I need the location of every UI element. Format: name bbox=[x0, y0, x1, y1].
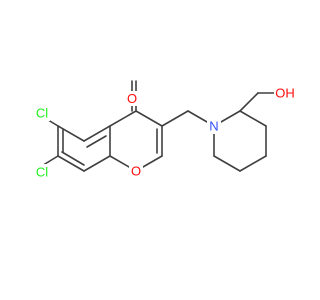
bond bbox=[57, 125, 85, 142]
bond bbox=[83, 125, 111, 142]
hydroxyl-label: OH bbox=[275, 86, 295, 101]
double-bond-inner bbox=[86, 135, 107, 148]
ring-oxygen-label: O bbox=[131, 164, 141, 179]
nitrogen-label: N bbox=[209, 119, 218, 134]
chlorine-label-bottom: Cl bbox=[36, 165, 48, 180]
bond bbox=[109, 110, 137, 127]
bond bbox=[239, 155, 267, 172]
double-bond-inner bbox=[61, 151, 85, 166]
bond bbox=[239, 110, 267, 127]
bond bbox=[83, 155, 111, 172]
bond bbox=[135, 110, 163, 127]
bond-lines bbox=[39, 80, 282, 172]
chlorine-label-top: Cl bbox=[36, 106, 48, 121]
bond bbox=[57, 155, 85, 172]
carbonyl-oxygen-label: O bbox=[127, 91, 137, 106]
bond bbox=[161, 110, 189, 127]
molecule-structure-diagram: O O N Cl Cl OH bbox=[34, 80, 296, 180]
bond bbox=[239, 92, 259, 112]
atom-labels: O O N Cl Cl OH bbox=[34, 85, 296, 180]
bond bbox=[213, 155, 241, 172]
